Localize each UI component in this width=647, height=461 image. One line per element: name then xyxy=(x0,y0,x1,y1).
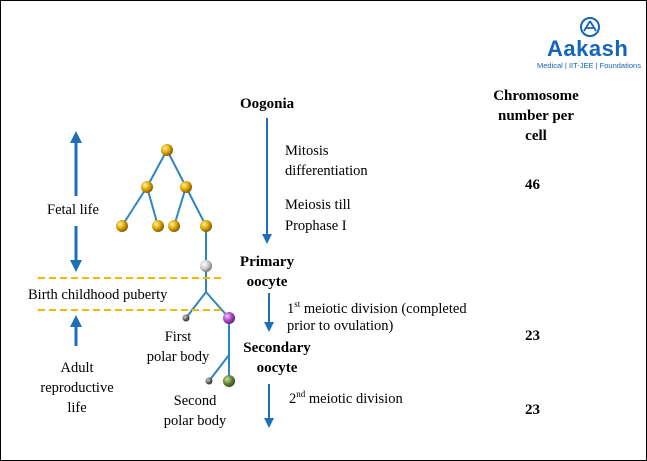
secondary-oocyte-cell xyxy=(223,312,235,324)
arrow-down-head xyxy=(262,234,272,244)
arrow-down-head xyxy=(70,260,82,272)
mitosis-label-line1: Mitosis xyxy=(285,143,329,159)
oogonium-cell xyxy=(161,144,173,156)
oogonium-cell xyxy=(168,220,180,232)
meiosis-label-line1: Meiosis till xyxy=(285,197,351,213)
chromosome-number-secondary: 23 xyxy=(525,328,540,344)
primary-oocyte-label-line1: Primary xyxy=(239,254,295,270)
adult-life-label-line2: reproductive xyxy=(40,380,114,396)
second-polar-body-label-line1: Second xyxy=(173,393,217,409)
chromosome-number-ovum: 23 xyxy=(525,402,540,418)
first-polar-body-label-line2: polar body xyxy=(146,349,210,365)
oogonium-cell xyxy=(152,220,164,232)
oogonium-cell xyxy=(200,220,212,232)
second-division-label: 2nd meiotic division xyxy=(289,389,403,407)
oogonium-cell xyxy=(116,220,128,232)
chromosome-heading-line1: Chromosome xyxy=(493,88,579,104)
arrow-up-head xyxy=(70,315,82,327)
meiosis-label-line2: Prophase I xyxy=(285,218,347,234)
oogonium-cell xyxy=(180,181,192,193)
ovum-cell xyxy=(223,375,235,387)
fetal-life-label: Fetal life xyxy=(47,202,99,218)
chromosome-number-oogonia: 46 xyxy=(525,177,540,193)
lineage-lines xyxy=(121,149,230,382)
arrow-down-head xyxy=(264,322,274,332)
primary-oocyte-label-line2: oocyte xyxy=(246,274,288,290)
first-polar-body-cell xyxy=(182,314,190,322)
primary-oocyte-cell xyxy=(200,260,212,272)
first-division-label-line2: prior to ovulation) xyxy=(287,318,394,334)
brand-name: Aakash xyxy=(547,36,629,61)
mitosis-label-line2: differentiation xyxy=(285,163,368,179)
chromosome-heading-line2: number per xyxy=(498,108,574,124)
second-polar-body-cell xyxy=(205,377,213,385)
second-polar-body-label-line2: polar body xyxy=(163,413,227,429)
oogonium-cell xyxy=(141,181,153,193)
arrow-up-head xyxy=(70,131,82,143)
chromosome-heading-line3: cell xyxy=(525,128,547,144)
secondary-oocyte-label-line1: Secondary xyxy=(243,340,311,356)
arrow-down-head xyxy=(264,418,274,428)
aakash-logo-icon xyxy=(580,17,600,37)
adult-life-label-line1: Adult xyxy=(60,360,94,376)
first-polar-body-label-line1: First xyxy=(164,329,192,345)
brand-tagline: Medical | IIT-JEE | Foundations xyxy=(537,61,641,70)
first-division-label-line1: 1st meiotic division (completed xyxy=(287,299,467,317)
adult-life-label-line3: life xyxy=(67,400,87,416)
birth-childhood-puberty-label: Birth childhood puberty xyxy=(28,287,168,303)
secondary-oocyte-label-line2: oocyte xyxy=(256,360,298,376)
oogonia-heading: Oogonia xyxy=(240,96,295,112)
